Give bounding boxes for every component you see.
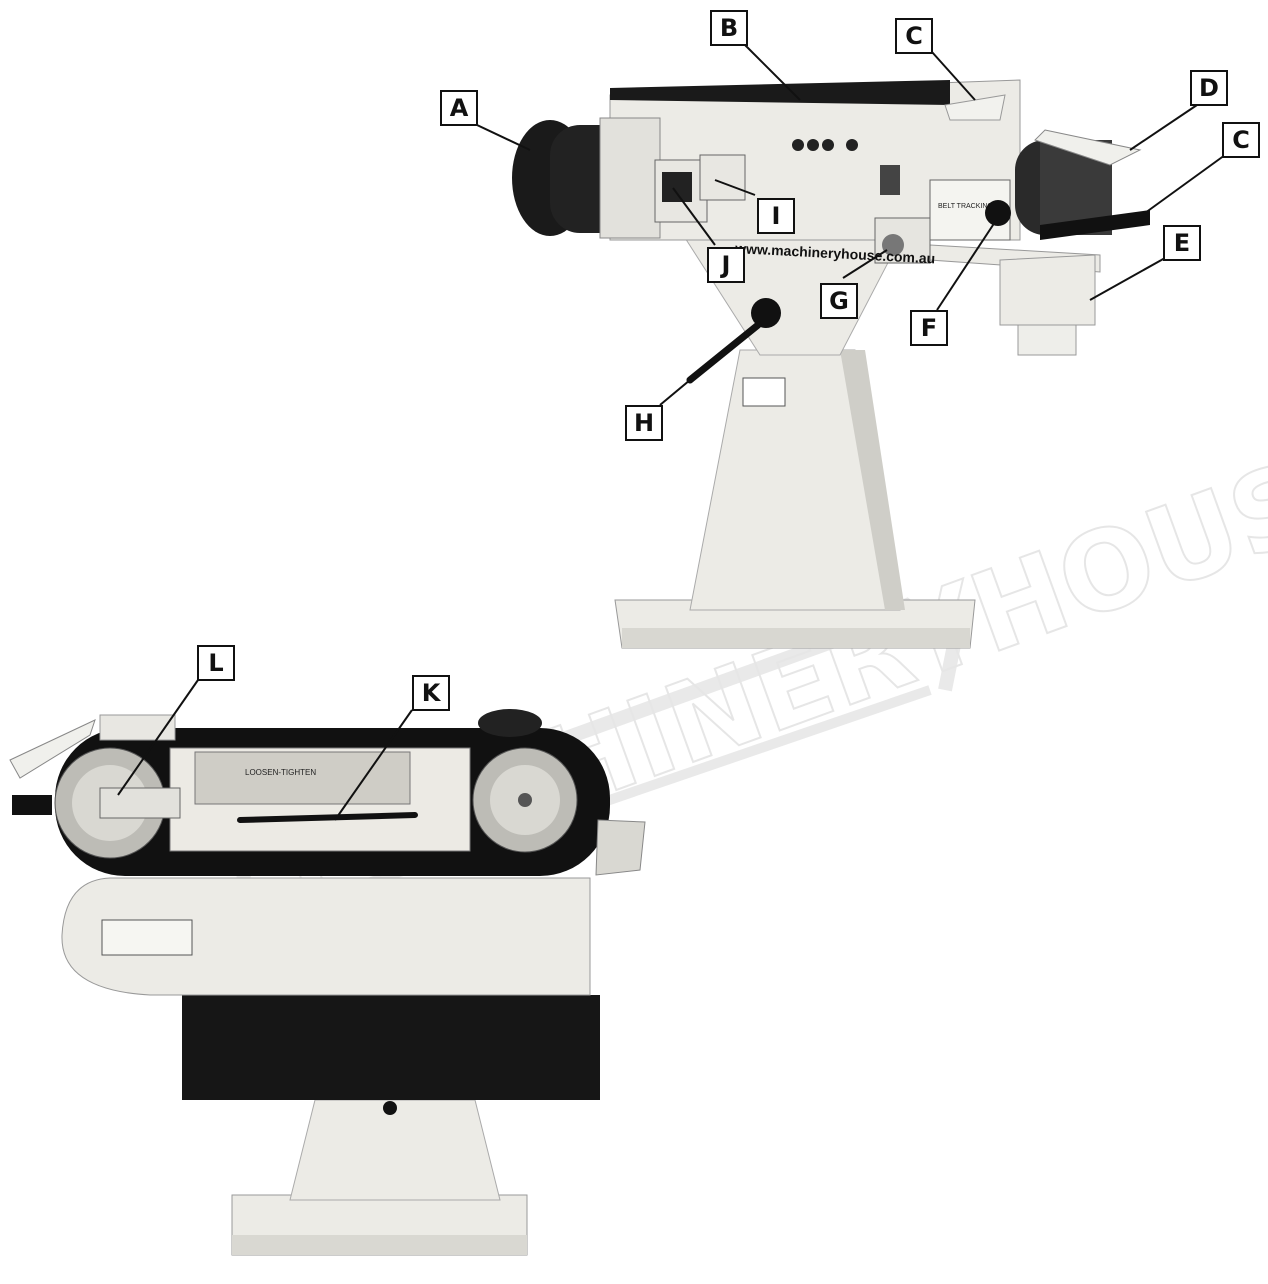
- rear-base-edge: [232, 1235, 527, 1255]
- belt-sander-rear-view: LOOSEN-TIGHTEN: [9, 709, 646, 1256]
- callout-l: L: [197, 645, 235, 681]
- tilt-lock-knob: [751, 298, 781, 328]
- leader-j: [672, 187, 716, 246]
- dust-port: [1017, 324, 1077, 356]
- callout-a: A: [440, 90, 478, 126]
- leader-d: [1129, 102, 1201, 151]
- callout-e: E: [1163, 225, 1201, 261]
- leader-c-right: [1144, 154, 1226, 214]
- leader-i: [714, 179, 756, 196]
- leader-g: [842, 249, 888, 279]
- belt-tracking-knob: [985, 200, 1011, 226]
- callout-c-right: C: [1222, 122, 1260, 158]
- motor-flange: [599, 117, 661, 239]
- pedestal-label-plate: [742, 377, 786, 407]
- rear-plinth: [182, 995, 600, 1100]
- tilt-lock-handle: [686, 321, 762, 384]
- rear-top-guard: [99, 714, 176, 741]
- rear-pedestal-knob: [383, 1101, 397, 1115]
- rear-work-rest: [12, 795, 52, 815]
- callout-c-top: C: [895, 18, 933, 54]
- work-rest: [1040, 210, 1150, 240]
- base-plate-edge: [622, 628, 970, 648]
- eye-shield: [1034, 129, 1142, 166]
- callout-f: F: [910, 310, 948, 346]
- callout-j: J: [707, 247, 745, 283]
- dust-chute: [999, 254, 1096, 326]
- leader-e: [1089, 257, 1166, 301]
- belt-tracking-label: BELT TRACKING: [938, 203, 993, 210]
- pedestal-shadow: [840, 350, 905, 610]
- belt-sander-front-view: BELT TRACKING www.machineryhouse.com.au: [512, 79, 1150, 649]
- rear-motor-top: [478, 709, 542, 737]
- leader-b: [744, 44, 801, 101]
- leader-l: [117, 679, 199, 796]
- top-guard: [944, 94, 1006, 121]
- rear-pedestal: [289, 1099, 501, 1201]
- leader-lines: [117, 44, 1226, 821]
- idler-arm: [99, 787, 181, 819]
- callout-d: D: [1190, 70, 1228, 106]
- tension-lever: [237, 812, 418, 823]
- leader-k: [334, 709, 413, 821]
- leader-c-top: [931, 51, 976, 101]
- callout-g: G: [820, 283, 858, 319]
- leader-h: [659, 379, 691, 406]
- tension-plate: [194, 751, 411, 805]
- leader-f: [936, 221, 996, 311]
- callout-k: K: [412, 675, 450, 711]
- callout-b: B: [710, 10, 748, 46]
- rear-lower-housing: [61, 877, 591, 996]
- drive-wheel-nut: [518, 793, 532, 807]
- belt-guard-top: [610, 80, 950, 105]
- switch-box-i: [699, 154, 746, 201]
- spec-plate: [880, 165, 900, 195]
- rotary-switch: [662, 172, 692, 202]
- callout-h: H: [625, 405, 663, 441]
- rear-dust-port: [595, 819, 646, 876]
- warning-symbols: [792, 139, 858, 151]
- callout-i: I: [757, 198, 795, 234]
- emergency-stop-button: [882, 234, 904, 256]
- rear-label-window: [101, 919, 193, 956]
- rear-eye-shield: [9, 719, 96, 779]
- loosen-tighten-label: LOOSEN-TIGHTEN: [245, 768, 316, 777]
- leader-a: [476, 124, 531, 151]
